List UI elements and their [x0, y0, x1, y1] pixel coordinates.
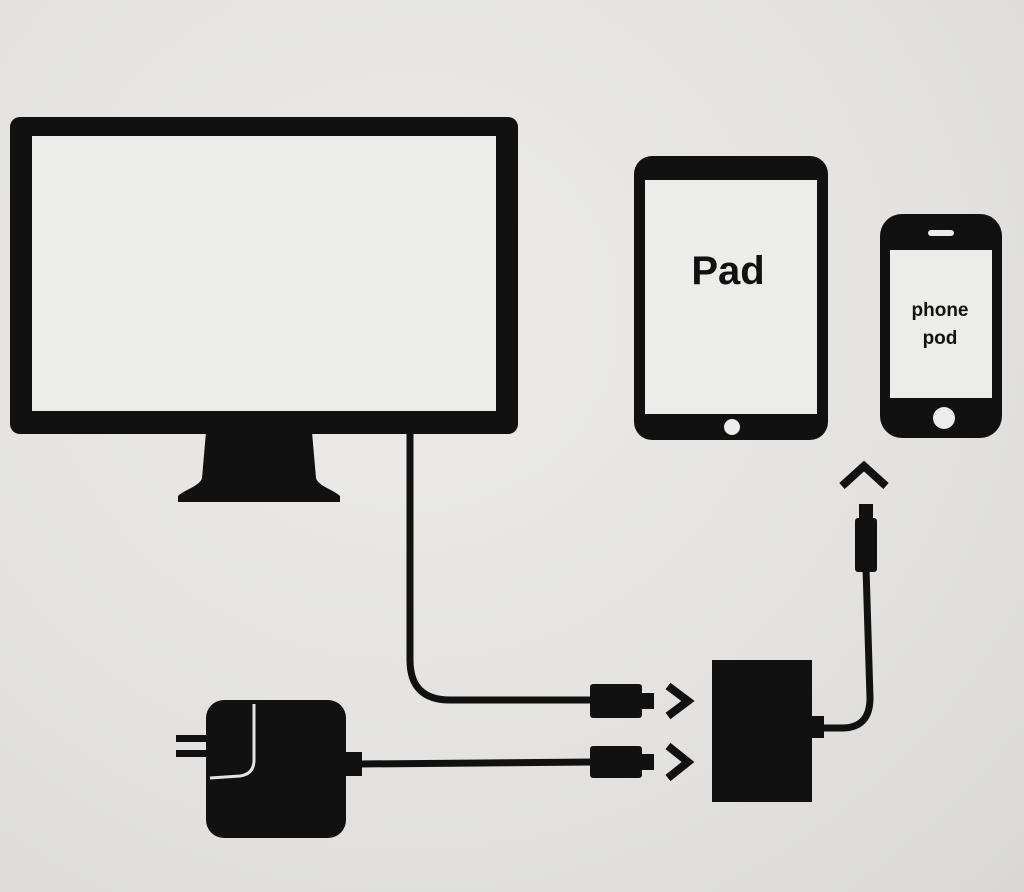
- device-cable-plug: [855, 504, 877, 572]
- monitor-cable: [406, 416, 598, 704]
- power-cable-plug: [590, 746, 654, 778]
- monitor-cable-plug: [590, 684, 654, 718]
- monitor-stand: [178, 432, 340, 502]
- adapter-highlight: [209, 704, 256, 780]
- power-adapter: [176, 700, 362, 838]
- power-arrow-icon: [665, 742, 695, 782]
- phone: phone pod: [880, 214, 1002, 438]
- tablet-screen: [645, 180, 817, 414]
- phone-home-button: [933, 407, 955, 429]
- phone-label-line2: pod: [923, 328, 958, 349]
- monitor: [10, 117, 518, 502]
- adapter-body: [206, 700, 346, 838]
- monitor-screen: [32, 136, 496, 411]
- device-arrow-icon: [839, 460, 889, 489]
- hub-port: [810, 716, 824, 738]
- monitor-arrow-icon: [665, 682, 695, 720]
- phone-speaker: [928, 230, 954, 236]
- adapter-prong-top: [176, 735, 212, 742]
- hub-box: [712, 660, 812, 802]
- device-cable: [818, 564, 874, 732]
- tablet-label: Pad: [691, 249, 764, 293]
- phone-screen: [890, 250, 992, 398]
- phone-label-line1: phone: [912, 300, 969, 321]
- tablet-home-button: [724, 419, 740, 435]
- adapter-prong-bottom: [176, 750, 212, 757]
- adapter-port: [344, 752, 362, 776]
- tablet: Pad: [634, 156, 828, 440]
- power-cable: [359, 758, 595, 768]
